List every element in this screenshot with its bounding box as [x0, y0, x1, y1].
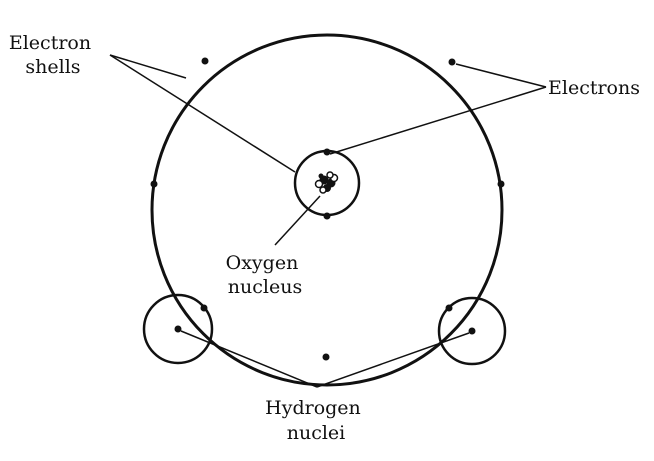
- electron: [201, 57, 209, 65]
- oxygen-nucleus: [314, 171, 339, 194]
- electron: [448, 58, 456, 66]
- hydrogen-nuclei-label: Hydrogen nuclei: [265, 397, 367, 444]
- electron: [445, 304, 453, 312]
- electron: [200, 304, 208, 312]
- leader-line-oxygen-nucleus: [274, 195, 321, 246]
- electron: [497, 180, 505, 188]
- left-hydrogen-atom: [142, 293, 214, 365]
- right-hydrogen-nucleus: [468, 327, 476, 335]
- outer-electron-shell: [150, 33, 504, 387]
- oxygen-nucleus-label: Oxygen nucleus: [226, 252, 305, 298]
- leader-line-shells-inner: [109, 54, 296, 173]
- left-hydrogen-nucleus: [174, 325, 182, 333]
- electron-shells-label: Electron shells: [9, 32, 97, 78]
- leader-line-electrons-inner: [329, 86, 547, 155]
- leader-line-hydrogen-left: [180, 330, 318, 388]
- leader-line-electrons-outer: [455, 63, 547, 88]
- electrons-label: Electrons: [548, 77, 640, 99]
- leader-line-shells-outer: [109, 54, 187, 79]
- right-hydrogen-atom: [437, 296, 507, 366]
- electron: [323, 212, 331, 220]
- electron: [150, 180, 158, 188]
- electron: [323, 148, 331, 156]
- leader-line-hydrogen-right: [316, 332, 470, 388]
- electron: [322, 353, 330, 361]
